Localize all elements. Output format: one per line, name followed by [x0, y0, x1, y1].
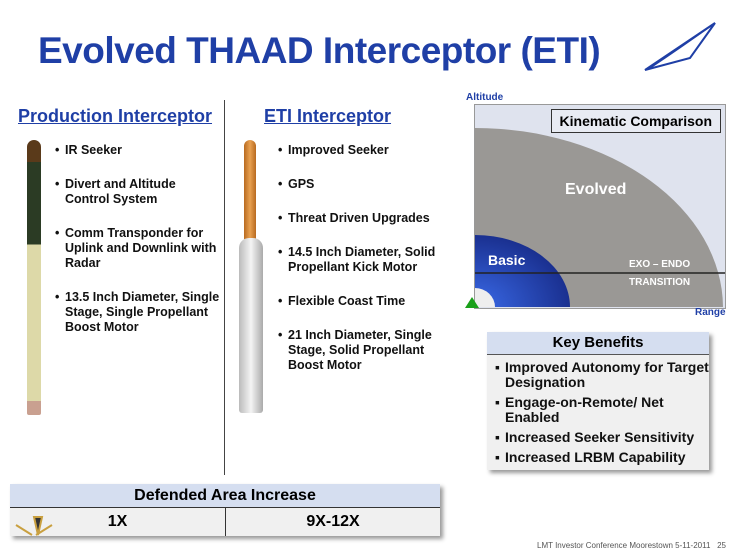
- production-feature: 13.5 Inch Diameter, Single Stage, Single…: [55, 290, 220, 335]
- exo-endo-label: EXO – ENDO: [629, 259, 691, 270]
- production-feature: IR Seeker: [55, 143, 220, 158]
- column-divider: [224, 100, 225, 475]
- eti-area-value: 9X-12X: [306, 513, 360, 530]
- evolved-label: Evolved: [565, 181, 627, 198]
- benefit-item: Increased LRBM Capability: [495, 450, 709, 466]
- production-features: IR Seeker Divert and Altitude Control Sy…: [55, 143, 220, 354]
- watermark-logo: [4, 515, 64, 541]
- footer: LMT Investor Conference Moorestown 5-11-…: [537, 541, 726, 550]
- production-missile-image: [27, 140, 41, 415]
- eti-heading: ETI Interceptor: [264, 106, 392, 126]
- kinematic-chart: Kinematic Comparison Evolved Basic EXO –…: [474, 104, 726, 309]
- eti-kick-stage-image: [244, 140, 256, 240]
- benefit-item: Improved Autonomy for Target Designation: [495, 360, 709, 390]
- eti-feature: Flexible Coast Time: [278, 294, 453, 309]
- benefit-item: Increased Seeker Sensitivity: [495, 430, 709, 446]
- origin-triangle-icon: [465, 297, 479, 308]
- key-benefits-box: Key Benefits Improved Autonomy for Targe…: [487, 332, 709, 470]
- production-feature: Comm Transponder for Uplink and Downlink…: [55, 226, 220, 271]
- basic-region: [475, 235, 570, 307]
- transition-label: TRANSITION: [629, 277, 691, 288]
- defended-area-heading: Defended Area Increase: [10, 484, 440, 508]
- eti-feature: 21 Inch Diameter, Single Stage, Solid Pr…: [278, 328, 453, 373]
- defended-area-table: Defended Area Increase 1X 9X-12X: [10, 484, 440, 536]
- page-number: 25: [717, 541, 726, 550]
- production-area-value: 1X: [107, 513, 128, 530]
- eti-feature: 14.5 Inch Diameter, Solid Propellant Kic…: [278, 245, 453, 275]
- eti-feature: Improved Seeker: [278, 143, 453, 158]
- page-title: Evolved THAAD Interceptor (ETI): [38, 30, 601, 71]
- eti-booster-image: [239, 238, 263, 413]
- production-feature: Divert and Altitude Control System: [55, 177, 220, 207]
- production-heading: Production Interceptor: [18, 106, 213, 126]
- eti-feature: GPS: [278, 177, 453, 192]
- eti-features: Improved Seeker GPS Threat Driven Upgrad…: [278, 143, 453, 392]
- chart-title: Kinematic Comparison: [550, 109, 721, 133]
- y-axis-label: Altitude: [466, 92, 504, 103]
- lockheed-star-logo: [644, 22, 716, 71]
- x-axis-label: Range: [695, 307, 726, 318]
- benefit-item: Engage-on-Remote/ Net Enabled: [495, 395, 709, 425]
- basic-label: Basic: [488, 252, 526, 268]
- footer-text: LMT Investor Conference Moorestown 5-11-…: [537, 541, 711, 550]
- eti-feature: Threat Driven Upgrades: [278, 211, 453, 226]
- key-benefits-heading: Key Benefits: [487, 332, 709, 355]
